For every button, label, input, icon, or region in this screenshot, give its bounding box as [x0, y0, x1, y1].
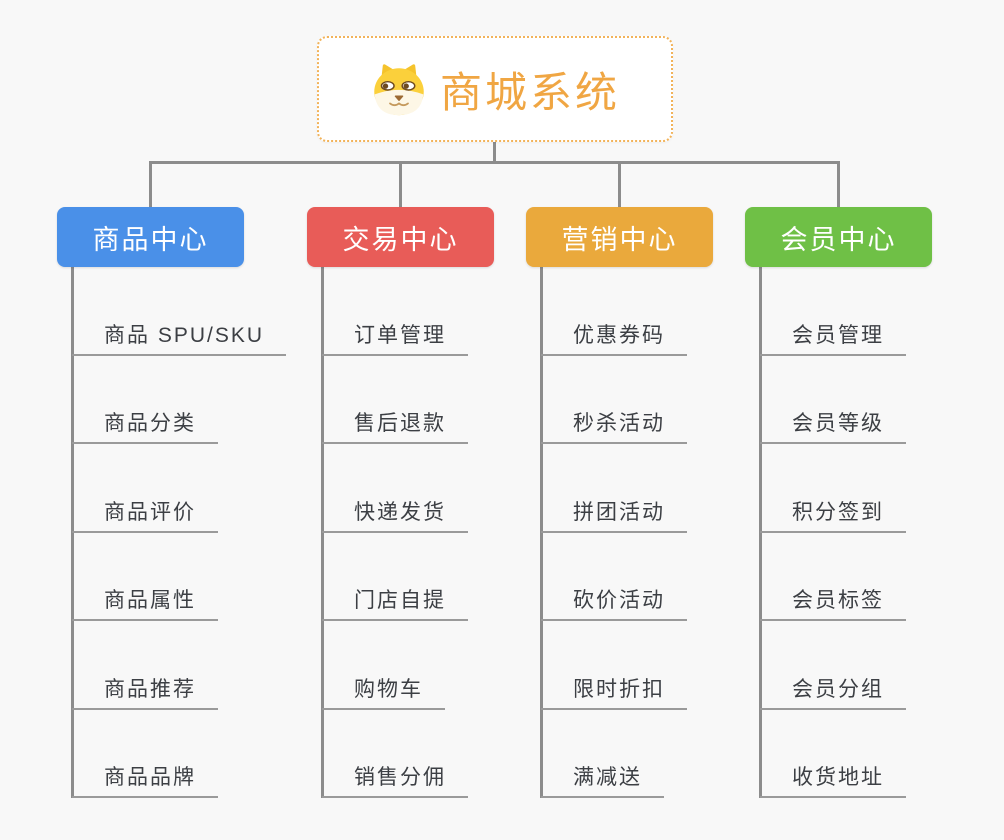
leaf-node[interactable]: 商品 SPU/SKU — [72, 325, 287, 356]
leaf-node[interactable]: 销售分佣 — [322, 767, 468, 798]
leaf-node[interactable]: 会员标签 — [760, 590, 906, 621]
leaf-node[interactable]: 商品品牌 — [72, 767, 218, 798]
leaf-node[interactable]: 收货地址 — [760, 767, 906, 798]
doge-icon — [370, 62, 428, 116]
leaf-node[interactable]: 积分签到 — [760, 502, 906, 533]
leaf-node[interactable]: 商品分类 — [72, 413, 218, 444]
leaf-node[interactable]: 会员管理 — [760, 325, 906, 356]
leaf-node[interactable]: 订单管理 — [322, 325, 468, 356]
leaf-node[interactable]: 优惠券码 — [541, 325, 687, 356]
leaf-node[interactable]: 快递发货 — [322, 502, 468, 533]
branch-node-marketing[interactable]: 营销中心 — [526, 207, 713, 267]
leaf-node[interactable]: 商品推荐 — [72, 679, 218, 710]
leaf-node[interactable]: 秒杀活动 — [541, 413, 687, 444]
connector-drop-3 — [618, 161, 621, 207]
leaf-node[interactable]: 砍价活动 — [541, 590, 687, 621]
connector-drop-2 — [399, 161, 402, 207]
leaf-node[interactable]: 售后退款 — [322, 413, 468, 444]
branch-node-products[interactable]: 商品中心 — [57, 207, 244, 267]
connector-drop-4 — [837, 161, 840, 207]
leaf-node[interactable]: 会员分组 — [760, 679, 906, 710]
connector-bus — [149, 161, 840, 164]
leaf-node[interactable]: 拼团活动 — [541, 502, 687, 533]
branch-node-trade[interactable]: 交易中心 — [307, 207, 494, 267]
leaf-node[interactable]: 商品评价 — [72, 502, 218, 533]
leaf-node[interactable]: 限时折扣 — [541, 679, 687, 710]
leaf-node[interactable]: 购物车 — [322, 679, 445, 710]
leaf-node[interactable]: 满减送 — [541, 767, 664, 798]
connector-root-stub — [493, 142, 496, 163]
root-title: 商城系统 — [439, 68, 620, 116]
leaf-node[interactable]: 商品属性 — [72, 590, 218, 621]
connector-drop-1 — [149, 161, 152, 207]
leaf-node[interactable]: 门店自提 — [322, 590, 468, 621]
leaf-node[interactable]: 会员等级 — [760, 413, 906, 444]
branch-node-members[interactable]: 会员中心 — [745, 207, 932, 267]
root-node[interactable]: 商城系统 — [317, 36, 673, 142]
